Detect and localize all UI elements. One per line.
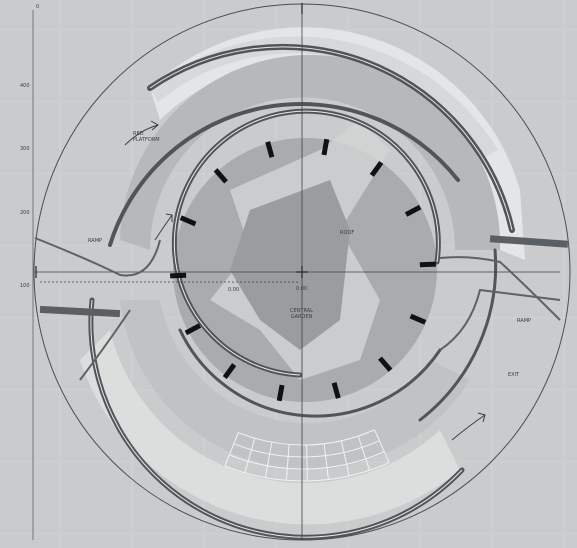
column bbox=[321, 138, 330, 156]
central-dark-shape bbox=[230, 180, 350, 350]
column bbox=[179, 215, 197, 227]
inner-wall-lower bbox=[178, 328, 442, 418]
lower-seating-grid bbox=[224, 429, 390, 482]
middle-floor-ring-lower bbox=[120, 300, 470, 470]
outer-wall-left bbox=[108, 102, 460, 247]
column bbox=[170, 272, 187, 279]
ruler-mark: 400 bbox=[20, 83, 30, 89]
direction-arrows bbox=[124, 120, 486, 441]
axis-crosses bbox=[35, 3, 308, 278]
middle-floor-ring bbox=[120, 54, 501, 250]
label-left-mid: RAMP bbox=[88, 238, 103, 244]
lower-right-curve bbox=[439, 288, 561, 351]
arrow-mid-left bbox=[154, 213, 173, 241]
label-center: CENTRAL GARDEN bbox=[290, 308, 313, 320]
column bbox=[213, 168, 228, 184]
label-axis-center: 0.00 bbox=[296, 286, 308, 292]
column bbox=[409, 313, 427, 325]
ruler-mark: 200 bbox=[20, 210, 30, 216]
structural-columns bbox=[170, 138, 436, 402]
label-top-left-ramp: RED PLATFORM bbox=[133, 131, 160, 143]
column bbox=[265, 141, 275, 158]
column bbox=[331, 382, 341, 399]
column bbox=[222, 363, 237, 380]
circulation-curves bbox=[34, 237, 561, 381]
column bbox=[276, 384, 285, 402]
label-axis-x: 0.00 bbox=[228, 287, 240, 293]
ruler-mark: 0 bbox=[36, 4, 40, 10]
right-wall bbox=[418, 248, 498, 422]
column bbox=[419, 261, 436, 268]
lower-left-curve bbox=[79, 309, 131, 381]
left-circulation-curve bbox=[34, 237, 161, 277]
column bbox=[369, 160, 384, 177]
right-bridge-bar bbox=[489, 235, 569, 248]
right-circulation-curve bbox=[439, 256, 561, 321]
ruler-mark: 100 bbox=[20, 283, 30, 289]
label-right-ramp: RAMP bbox=[517, 318, 532, 324]
ruler-mark: 300 bbox=[20, 146, 30, 152]
left-bridge-bar bbox=[39, 305, 121, 318]
column bbox=[378, 356, 393, 372]
column bbox=[184, 323, 202, 336]
label-center-top: ROOF bbox=[340, 230, 355, 236]
arrow-top-left bbox=[124, 120, 159, 146]
arrow-lower-right bbox=[451, 412, 486, 441]
wall-inner-lines bbox=[90, 46, 513, 538]
column bbox=[404, 204, 422, 217]
outer-ramp-band bbox=[150, 36, 498, 160]
label-right-lower: EXIT bbox=[508, 372, 520, 378]
lower-light-band bbox=[80, 330, 460, 525]
